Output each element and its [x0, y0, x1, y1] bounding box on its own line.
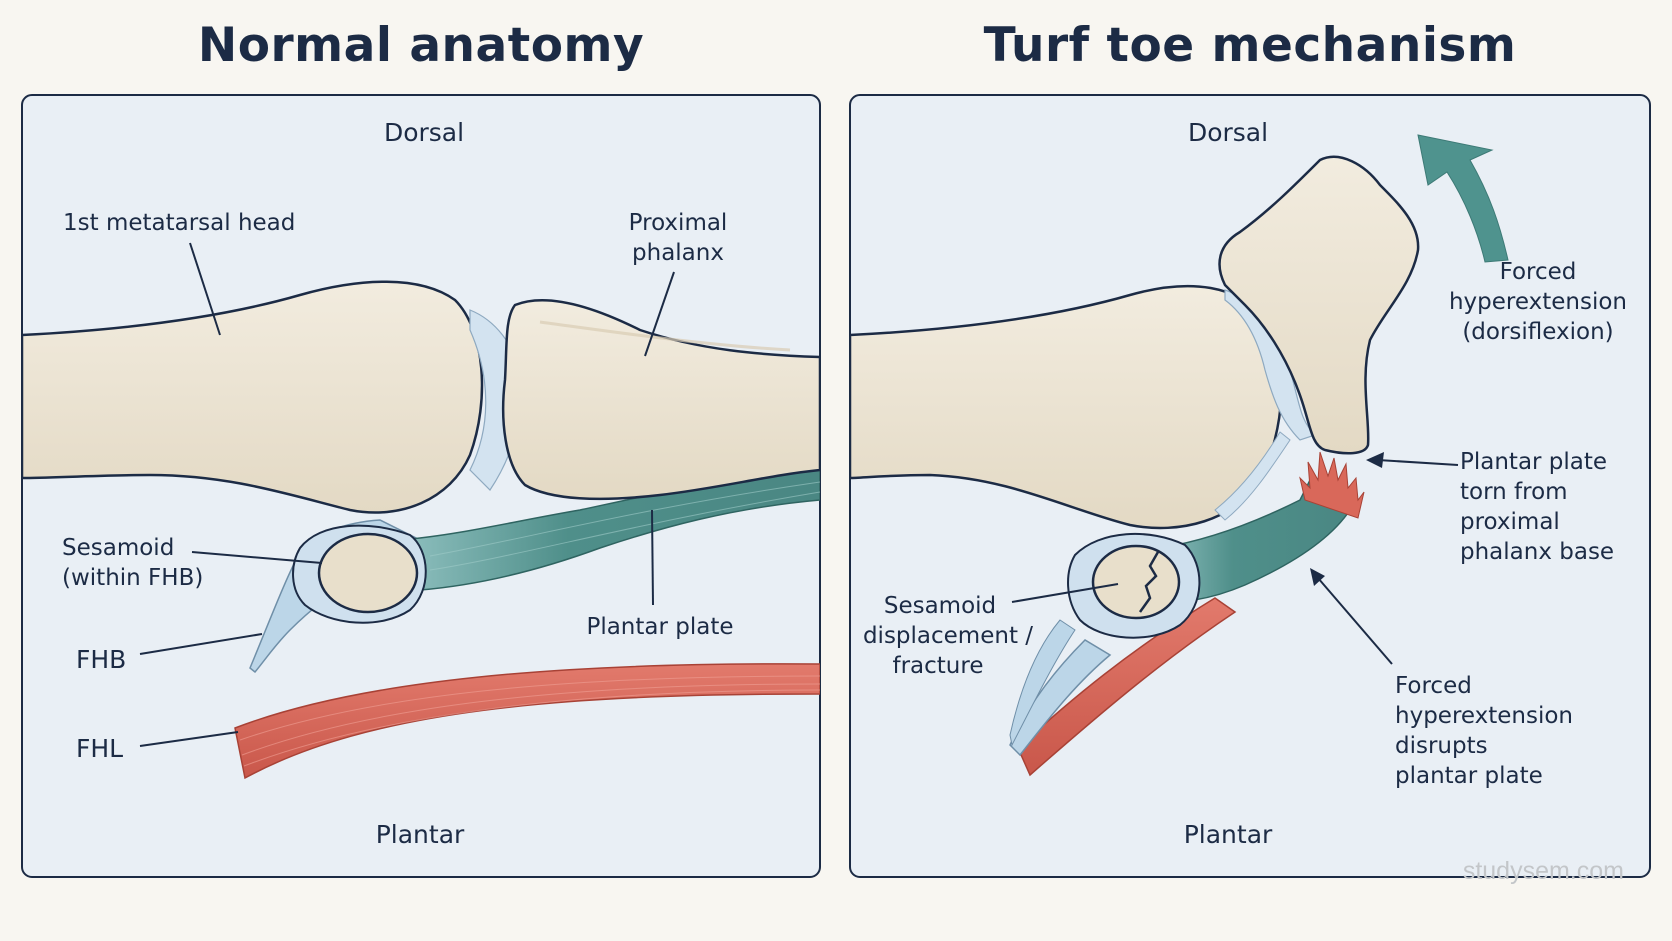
right-sesamoid-label-line2: displacement /	[863, 623, 1033, 649]
right-force-label-line1: Forced	[1500, 259, 1577, 285]
right-disrupt-label-line4: plantar plate	[1395, 763, 1543, 789]
right-torn-arrowhead	[1366, 452, 1384, 468]
left-sesamoid-leader	[191, 551, 323, 564]
right-plantar-plate-tear	[1299, 451, 1365, 519]
right-torn-arrow-line	[1377, 459, 1459, 466]
right-disrupt-label-line1: Forced	[1395, 673, 1472, 699]
right-torn-label-line1: Plantar plate	[1460, 449, 1607, 475]
left-sesamoid-label-line1: Sesamoid	[62, 535, 174, 561]
right-sesamoid-label-line3: fracture	[893, 653, 984, 679]
left-metatarsal-leader	[189, 242, 221, 336]
left-proximal-phalanx-bone	[501, 299, 820, 501]
left-plantar-plate	[398, 469, 820, 591]
right-plantar-label: Plantar	[1184, 820, 1273, 849]
right-torn-label-line3: proximal	[1460, 509, 1560, 535]
right-torn-label-line2: torn from	[1460, 479, 1568, 505]
left-plantar-plate-leader	[651, 509, 654, 606]
right-force-label-line3: (dorsiflexion)	[1462, 319, 1613, 345]
right-fhl-tendon	[1017, 597, 1237, 777]
right-force-label-line2: hyperextension	[1449, 289, 1627, 315]
right-hyperextension-arrow	[1417, 134, 1509, 263]
right-disrupt-label-line2: hyperextension	[1395, 703, 1573, 729]
left-fhl-leader	[139, 731, 239, 747]
right-sesamoid-leader	[1011, 583, 1119, 603]
right-torn-label-line4: phalanx base	[1460, 539, 1614, 565]
left-metatarsal-label: 1st metatarsal head	[63, 210, 295, 236]
left-phalanx-label-line2: phalanx	[632, 240, 724, 266]
left-phalanx-leader	[644, 271, 675, 357]
watermark: studysem.com	[1462, 857, 1624, 885]
left-fhb-leader	[139, 633, 263, 655]
left-plantar-label: Plantar	[376, 820, 465, 849]
left-sesamoid-label-line2: (within FHB)	[62, 565, 203, 591]
left-fhl-label: FHL	[76, 734, 123, 763]
right-sesamoid-fracture-line	[1138, 551, 1160, 613]
right-sesamoid-bone	[1091, 544, 1181, 620]
right-sesamoid-label-line1: Sesamoid	[884, 593, 996, 619]
right-dorsal-label: Dorsal	[1188, 118, 1268, 147]
left-phalanx-label-line1: Proximal	[629, 210, 728, 236]
left-dorsal-label: Dorsal	[384, 118, 464, 147]
left-fhb-label: FHB	[76, 645, 126, 674]
left-panel-title: Normal anatomy	[197, 18, 645, 73]
left-fhl-tendon	[234, 663, 820, 780]
right-proximal-phalanx-bone	[1218, 155, 1420, 455]
left-metatarsal-bone	[22, 280, 484, 514]
right-panel-title: Turf toe mechanism	[983, 18, 1517, 73]
right-disrupt-arrowhead	[1310, 568, 1325, 586]
left-plantar-plate-label: Plantar plate	[586, 614, 733, 640]
left-sesamoid-bone	[317, 532, 419, 614]
right-disrupt-arrow-line	[1317, 577, 1393, 665]
right-disrupt-label-line3: disrupts	[1395, 733, 1488, 759]
